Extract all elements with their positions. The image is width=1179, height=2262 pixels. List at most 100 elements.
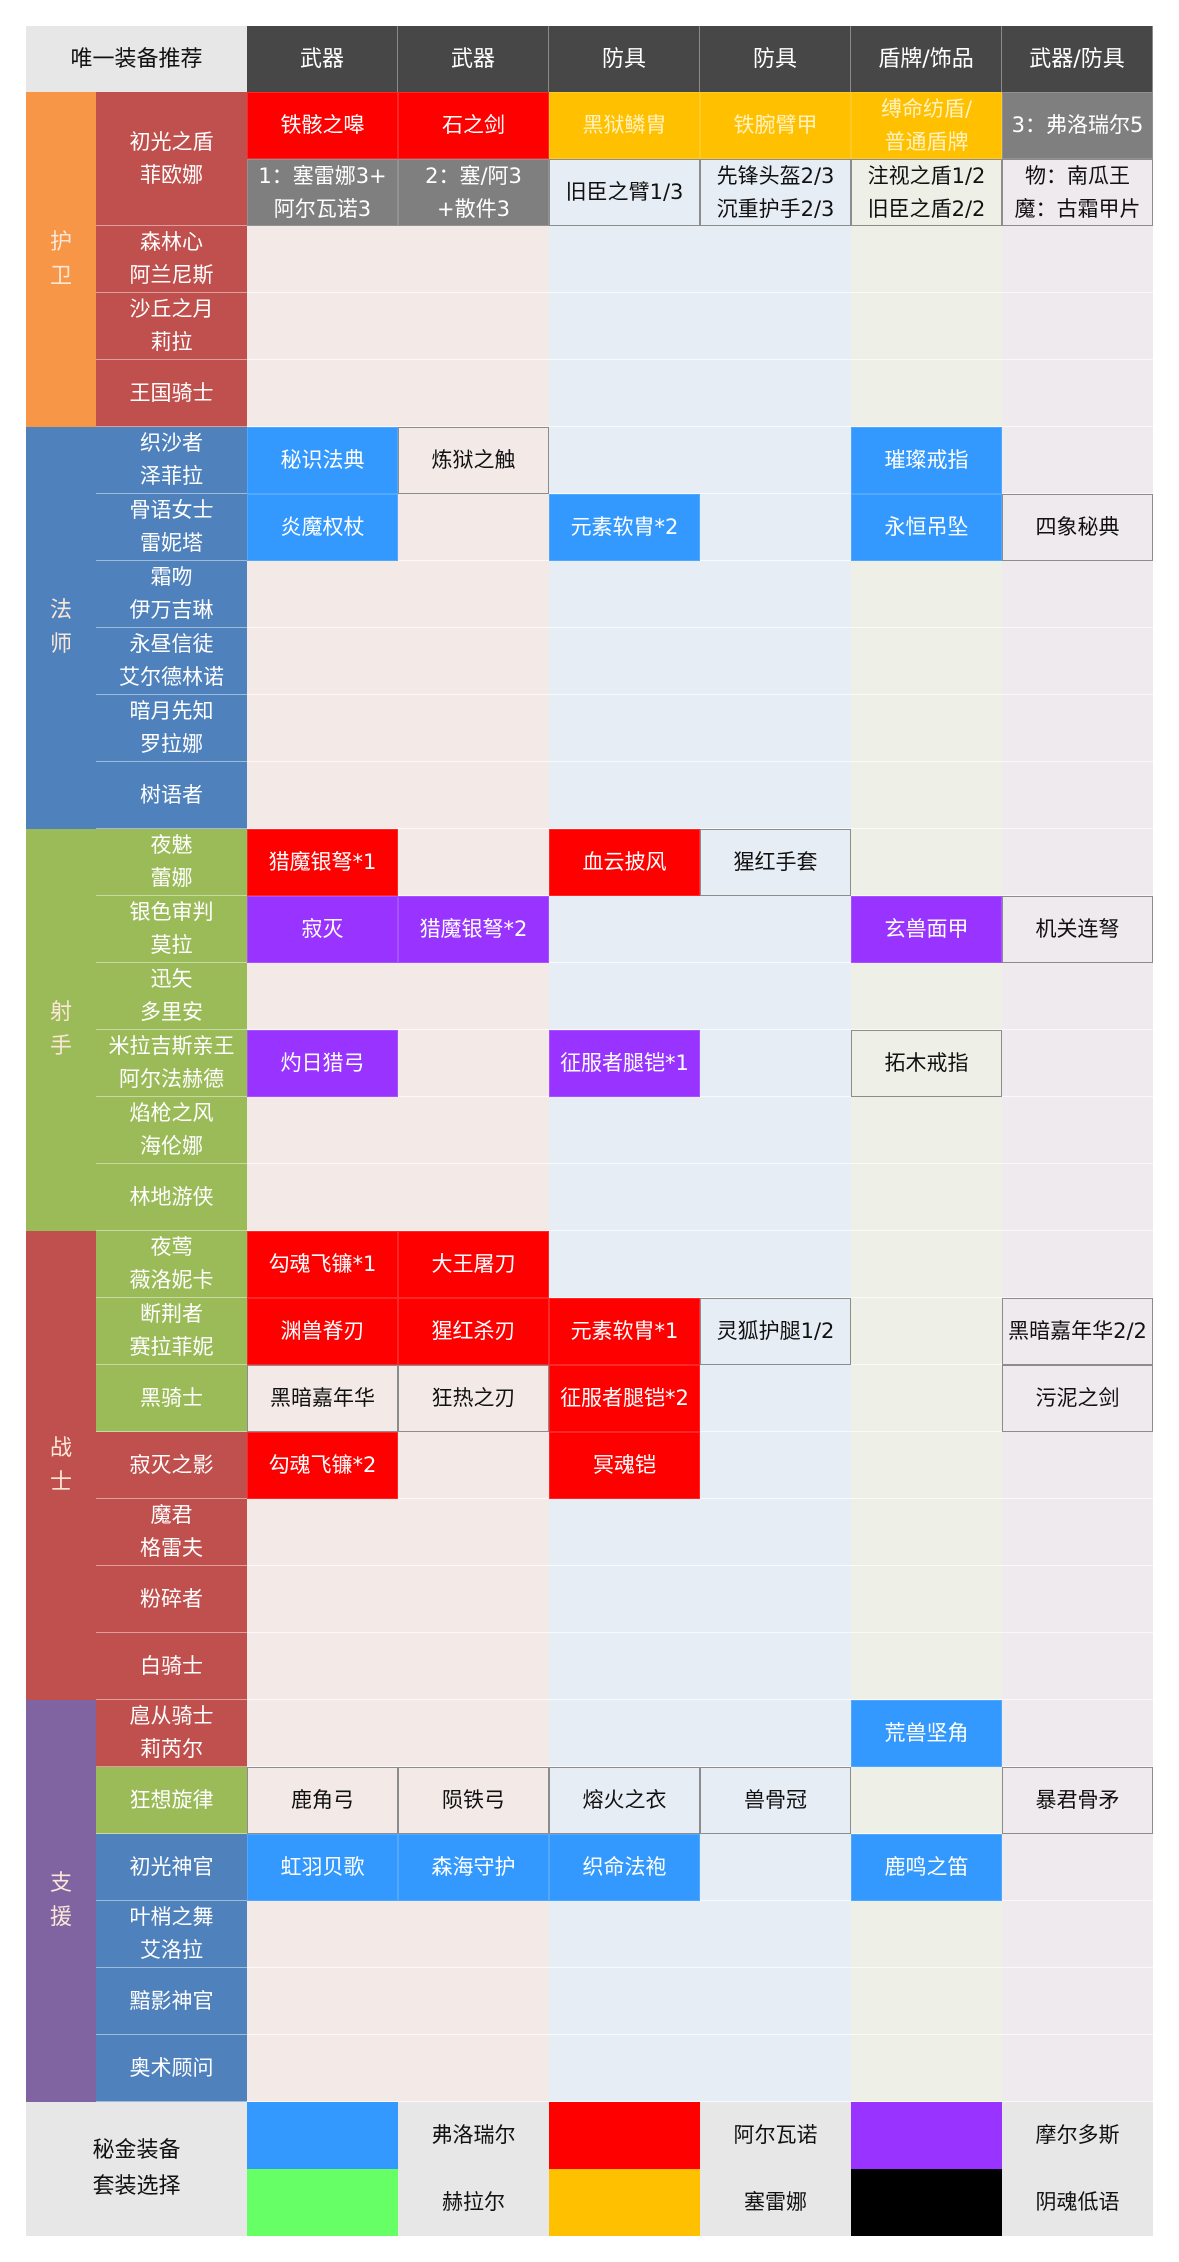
- equipment-item: 黑狱鳞胄: [549, 92, 700, 159]
- empty-cell: [851, 695, 1002, 762]
- empty-cell: [1002, 1633, 1153, 1700]
- empty-cell: [700, 1566, 851, 1633]
- empty-cell: [549, 360, 700, 427]
- equipment-item: 注视之盾1/2 旧臣之盾2/2: [851, 159, 1002, 226]
- empty-cell: [851, 360, 1002, 427]
- equipment-item: 灵狐护腿1/2: [700, 1298, 851, 1365]
- equipment-item: 森海守护: [398, 1834, 549, 1901]
- empty-cell: [1002, 1432, 1153, 1499]
- equipment-recommendation-table: 唯一装备推荐 武器武器防具防具盾牌/饰品武器/防具护 卫法 师射 手战 士支 援…: [26, 26, 1153, 2236]
- empty-cell: [700, 628, 851, 695]
- empty-cell: [700, 293, 851, 360]
- equipment-item: 铁腕臂甲: [700, 92, 851, 159]
- empty-cell: [700, 561, 851, 628]
- hero-name: 狂想旋律: [96, 1767, 247, 1834]
- empty-cell: [549, 762, 700, 829]
- empty-cell: [851, 1633, 1002, 1700]
- empty-cell: [1002, 226, 1153, 293]
- set-color-swatch: [247, 2102, 398, 2169]
- empty-cell: [398, 963, 549, 1030]
- equipment-item: 鹿鸣之笛: [851, 1834, 1002, 1901]
- column-header: 武器: [247, 26, 398, 92]
- empty-cell: [700, 963, 851, 1030]
- empty-cell: [247, 1566, 398, 1633]
- empty-cell: [549, 628, 700, 695]
- set-name: 摩尔多斯: [1002, 2102, 1153, 2169]
- empty-cell: [851, 1231, 1002, 1298]
- hero-name: 王国骑士: [96, 360, 247, 427]
- empty-cell: [247, 1901, 398, 1968]
- empty-cell: [700, 1432, 851, 1499]
- empty-cell: [549, 963, 700, 1030]
- empty-cell: [1002, 360, 1153, 427]
- empty-cell: [398, 1633, 549, 1700]
- hero-name: 叶梢之舞 艾洛拉: [96, 1901, 247, 1968]
- empty-cell: [247, 1968, 398, 2035]
- hero-name: 骨语女士 雷妮塔: [96, 494, 247, 561]
- equipment-item: 猩红杀刃: [398, 1298, 549, 1365]
- equipment-item: 血云披风: [549, 829, 700, 896]
- empty-cell: [398, 494, 549, 561]
- empty-cell: [398, 1432, 549, 1499]
- empty-cell: [1002, 2035, 1153, 2102]
- hero-name: 焰枪之风 海伦娜: [96, 1097, 247, 1164]
- equipment-item: 黑暗嘉年华: [247, 1365, 398, 1432]
- empty-cell: [549, 1231, 700, 1298]
- empty-cell: [1002, 561, 1153, 628]
- empty-cell: [549, 695, 700, 762]
- set-name: 弗洛瑞尔: [398, 2102, 549, 2169]
- equipment-item: 1：塞雷娜3+ 阿尔瓦诺3: [247, 159, 398, 226]
- empty-cell: [1002, 1030, 1153, 1097]
- empty-cell: [549, 293, 700, 360]
- empty-cell: [1002, 695, 1153, 762]
- equipment-item: 熔火之衣: [549, 1767, 700, 1834]
- empty-cell: [247, 963, 398, 1030]
- empty-cell: [700, 360, 851, 427]
- hero-name: 扈从骑士 莉芮尔: [96, 1700, 247, 1767]
- set-color-swatch: [549, 2169, 700, 2236]
- set-name: 赫拉尔: [398, 2169, 549, 2236]
- empty-cell: [247, 628, 398, 695]
- empty-cell: [700, 1030, 851, 1097]
- empty-cell: [1002, 1968, 1153, 2035]
- equipment-item: 猎魔银弩*1: [247, 829, 398, 896]
- empty-cell: [398, 561, 549, 628]
- empty-cell: [700, 2035, 851, 2102]
- empty-cell: [700, 762, 851, 829]
- empty-cell: [549, 1499, 700, 1566]
- empty-cell: [851, 628, 1002, 695]
- empty-cell: [398, 1700, 549, 1767]
- empty-cell: [398, 226, 549, 293]
- empty-cell: [700, 896, 851, 963]
- empty-cell: [247, 695, 398, 762]
- equipment-item: 黑暗嘉年华2/2: [1002, 1298, 1153, 1365]
- equipment-item: 污泥之剑: [1002, 1365, 1153, 1432]
- hero-name: 银色审判 莫拉: [96, 896, 247, 963]
- empty-cell: [1002, 1499, 1153, 1566]
- empty-cell: [247, 1700, 398, 1767]
- empty-cell: [247, 293, 398, 360]
- empty-cell: [851, 762, 1002, 829]
- equipment-item: 猎魔银弩*2: [398, 896, 549, 963]
- equipment-item: 四象秘典: [1002, 494, 1153, 561]
- equipment-item: 勾魂飞镰*1: [247, 1231, 398, 1298]
- empty-cell: [398, 360, 549, 427]
- empty-cell: [1002, 427, 1153, 494]
- equipment-item: 渊兽脊刃: [247, 1298, 398, 1365]
- empty-cell: [851, 1901, 1002, 1968]
- empty-cell: [247, 360, 398, 427]
- equipment-item: 鹿角弓: [247, 1767, 398, 1834]
- empty-cell: [700, 1499, 851, 1566]
- empty-cell: [851, 1365, 1002, 1432]
- hero-name: 暗月先知 罗拉娜: [96, 695, 247, 762]
- equipment-item: 秘识法典: [247, 427, 398, 494]
- hero-name: 树语者: [96, 762, 247, 829]
- empty-cell: [549, 1700, 700, 1767]
- column-header: 盾牌/饰品: [851, 26, 1002, 92]
- empty-cell: [247, 1097, 398, 1164]
- equipment-item: 旧臣之臂1/3: [549, 159, 700, 226]
- hero-name: 魔君 格雷夫: [96, 1499, 247, 1566]
- hero-name: 断荆者 赛拉菲妮: [96, 1298, 247, 1365]
- empty-cell: [1002, 1834, 1153, 1901]
- table-title: 唯一装备推荐: [26, 26, 247, 92]
